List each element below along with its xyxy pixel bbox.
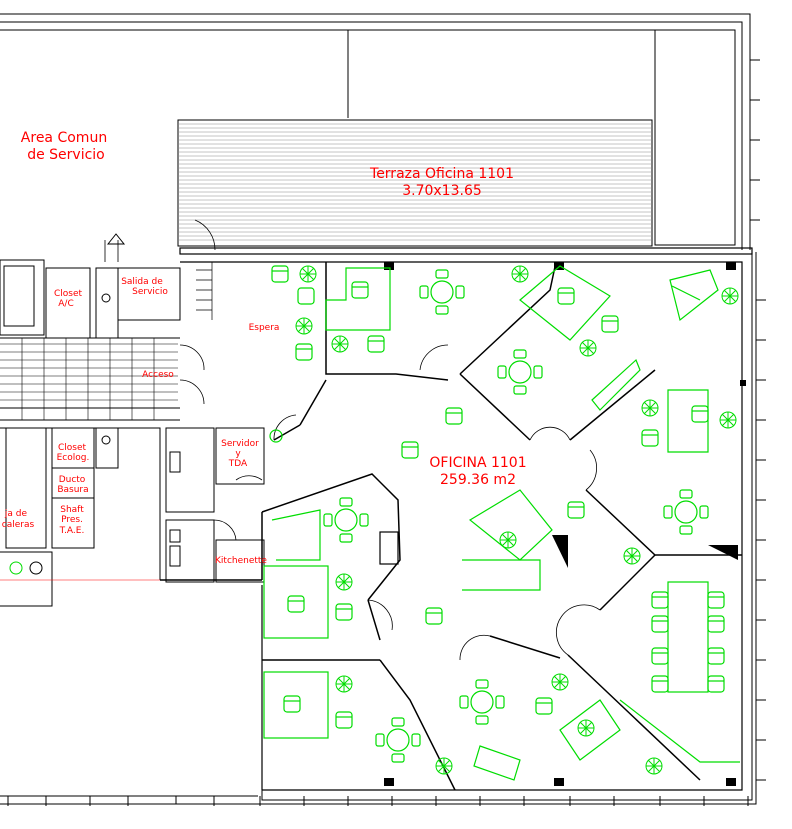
- oficina-label: OFICINA 1101: [429, 455, 526, 471]
- shaft-label-3: T.A.E.: [59, 526, 85, 536]
- service-core: [0, 233, 265, 607]
- salida-label-2: Servicio: [132, 287, 168, 297]
- terraza-hatch: [177, 119, 653, 247]
- shaft-label: Shaft: [60, 505, 84, 515]
- espera-label: Espera: [249, 323, 280, 333]
- ducto-label-2: Basura: [57, 485, 88, 495]
- closet-ecolog-label: Closet: [58, 443, 87, 453]
- acceso-label: Acceso: [142, 370, 174, 380]
- escaleras-label: ja de: [4, 509, 28, 519]
- office-walls: [179, 247, 753, 791]
- closet-ac-label-2: A/C: [58, 299, 73, 309]
- escaleras-label-2: caleras: [2, 520, 35, 530]
- ducto-label: Ducto: [59, 475, 86, 485]
- servidor-label-3: TDA: [228, 459, 248, 469]
- outer-walls: [0, 13, 757, 805]
- door-swings: [179, 219, 601, 661]
- room-labels: Area Comun de Servicio Terraza Oficina 1…: [2, 130, 527, 566]
- oficina-area-label: 259.36 m2: [440, 472, 516, 488]
- area-comun-label-2: de Servicio: [27, 147, 105, 163]
- office-partitions: [160, 261, 742, 791]
- columns: [384, 262, 746, 786]
- closet-ac-label: Closet: [54, 289, 83, 299]
- kitchenette-label: Kitchenette: [215, 556, 267, 566]
- closet-ecolog-label-2: Ecolog.: [57, 453, 90, 463]
- servidor-label: Servidor: [221, 439, 259, 449]
- grid-ticks: [7, 59, 766, 806]
- furniture: [263, 265, 740, 781]
- shaft-label-2: Pres.: [61, 515, 83, 525]
- salida-label: Salida de: [121, 277, 163, 287]
- terraza-label: Terraza Oficina 1101: [369, 166, 514, 182]
- servidor-label-2: y: [235, 449, 241, 459]
- terraza-size-label: 3.70x13.65: [402, 183, 482, 199]
- area-comun-label: Area Comun: [21, 130, 107, 146]
